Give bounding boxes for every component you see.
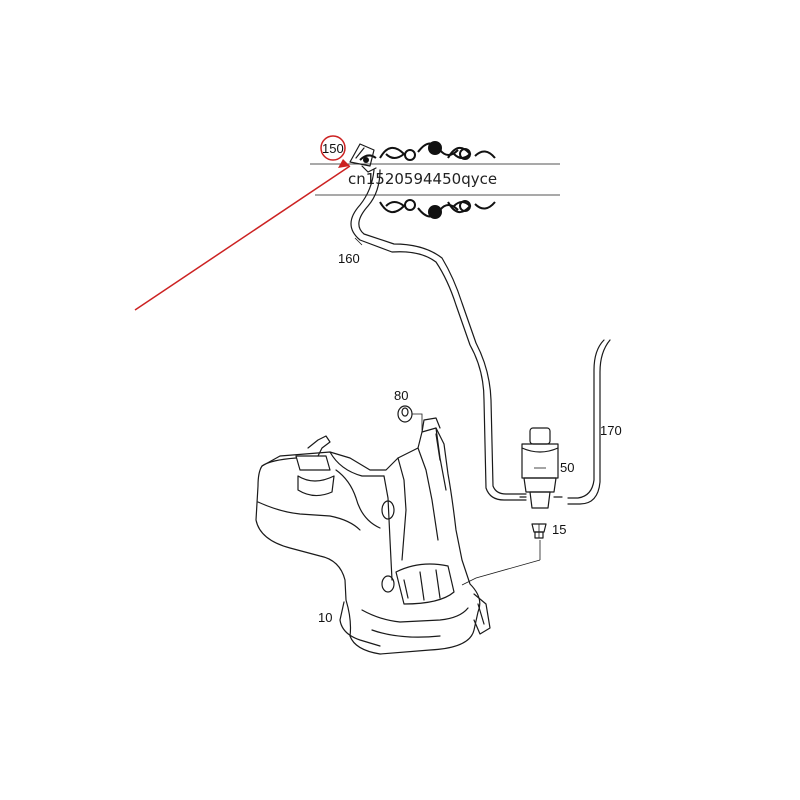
fastener-part-80 <box>397 405 423 430</box>
reservoir-part-10 <box>255 417 491 655</box>
part-label-80: 80 <box>394 388 408 403</box>
washer-pump-part-50 <box>519 427 563 509</box>
watermark-text: cn1520594450qyce <box>348 170 497 188</box>
ornament-top <box>359 141 496 161</box>
ornament-bottom <box>379 199 496 219</box>
part-label-170: 170 <box>600 423 622 438</box>
nozzle-part-150 <box>349 143 377 173</box>
hose-160 <box>350 169 527 501</box>
leader-line-10 <box>461 559 541 586</box>
part-label-150: 150 <box>322 141 344 156</box>
part-label-50: 50 <box>560 460 574 475</box>
grommet-part-15 <box>531 523 547 539</box>
watermark-ornament: cn1520594450qyce <box>310 141 560 219</box>
red-pointer-arrow <box>134 159 351 311</box>
highlight-circle <box>320 135 346 161</box>
part-label-10: 10 <box>318 610 332 625</box>
part-label-15: 15 <box>552 522 566 537</box>
part-label-160: 160 <box>338 251 360 266</box>
hose-170 <box>567 339 611 505</box>
